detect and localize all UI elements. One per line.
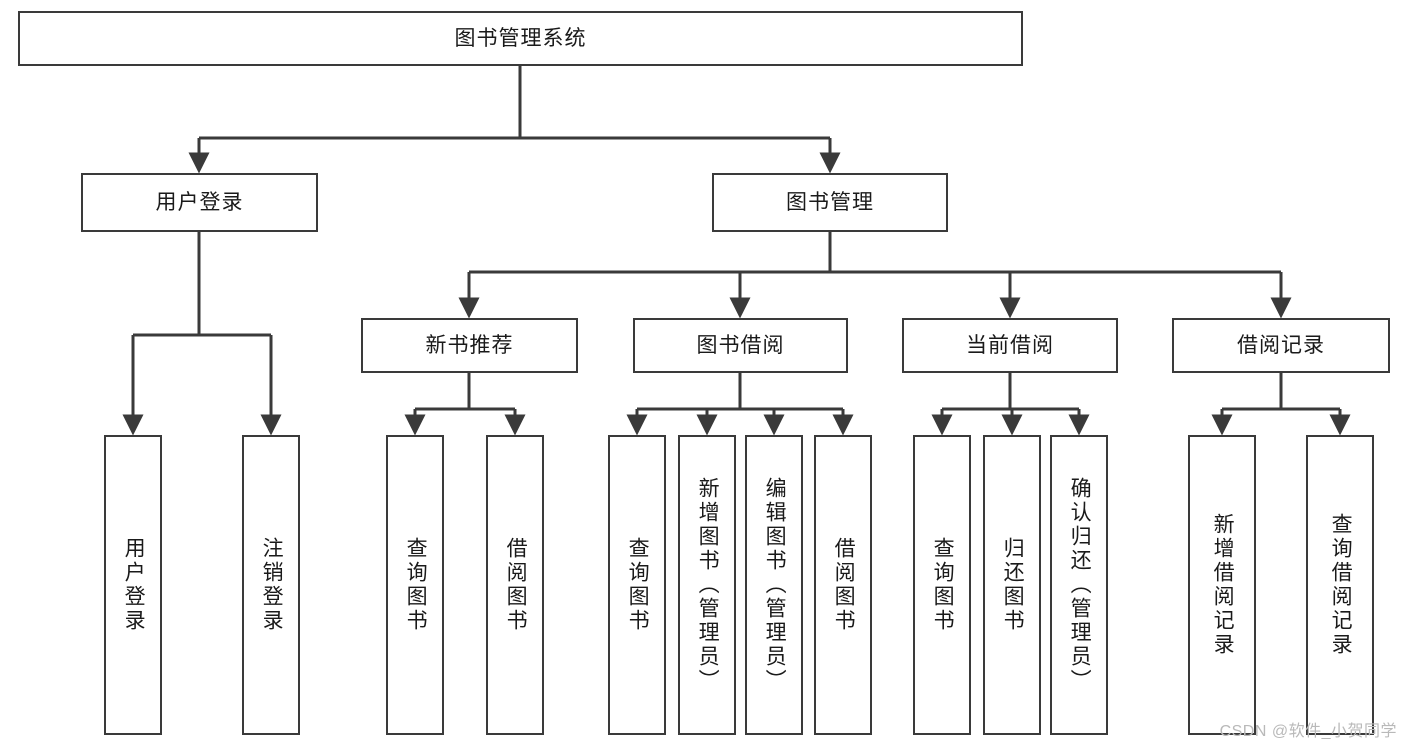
leaf-query-book-borrow[interactable]: 查询图书 — [608, 435, 666, 735]
leaf-borrow-book[interactable]: 借阅图书 — [814, 435, 872, 735]
leaf-user-login-label: 用户登录 — [122, 537, 146, 633]
leaf-borrow-book-recommend-label: 借阅图书 — [504, 537, 528, 633]
node-book-management[interactable]: 图书管理 — [712, 173, 948, 232]
leaf-add-borrow-record[interactable]: 新增借阅记录 — [1188, 435, 1256, 735]
leaf-add-book[interactable]: 新增图书（管理员） — [678, 435, 736, 735]
leaf-query-book-current[interactable]: 查询图书 — [913, 435, 971, 735]
leaf-add-book-label: 新增图书（管理员） — [696, 477, 720, 693]
leaf-add-borrow-record-label: 新增借阅记录 — [1211, 513, 1235, 657]
node-current-borrow-label: 当前借阅 — [966, 333, 1054, 357]
node-user-login-label: 用户登录 — [155, 190, 244, 214]
node-current-borrow[interactable]: 当前借阅 — [902, 318, 1118, 373]
leaf-query-book-borrow-label: 查询图书 — [626, 537, 650, 633]
leaf-confirm-return[interactable]: 确认归还（管理员） — [1050, 435, 1108, 735]
leaf-logout[interactable]: 注销登录 — [242, 435, 300, 735]
node-root[interactable]: 图书管理系统 — [18, 11, 1023, 66]
node-root-label: 图书管理系统 — [454, 26, 587, 50]
leaf-return-book-label: 归还图书 — [1001, 537, 1025, 633]
leaf-edit-book-label: 编辑图书（管理员） — [763, 477, 787, 693]
node-book-management-label: 图书管理 — [786, 190, 874, 214]
leaf-user-login[interactable]: 用户登录 — [104, 435, 162, 735]
leaf-query-book-recommend[interactable]: 查询图书 — [386, 435, 444, 735]
node-borrow-record[interactable]: 借阅记录 — [1172, 318, 1390, 373]
node-new-book-recommend[interactable]: 新书推荐 — [361, 318, 578, 373]
leaf-borrow-book-label: 借阅图书 — [832, 537, 856, 633]
node-borrow-record-label: 借阅记录 — [1237, 333, 1325, 357]
node-book-borrow-label: 图书借阅 — [696, 333, 785, 357]
leaf-query-borrow-record-label: 查询借阅记录 — [1329, 513, 1353, 657]
leaf-confirm-return-label: 确认归还（管理员） — [1068, 477, 1092, 693]
node-user-login[interactable]: 用户登录 — [81, 173, 318, 232]
leaf-borrow-book-recommend[interactable]: 借阅图书 — [486, 435, 544, 735]
leaf-edit-book[interactable]: 编辑图书（管理员） — [745, 435, 803, 735]
leaf-query-borrow-record[interactable]: 查询借阅记录 — [1306, 435, 1374, 735]
leaf-logout-label: 注销登录 — [260, 537, 284, 633]
leaf-query-book-current-label: 查询图书 — [931, 537, 955, 633]
leaf-return-book[interactable]: 归还图书 — [983, 435, 1041, 735]
leaf-query-book-recommend-label: 查询图书 — [404, 537, 428, 633]
node-book-borrow[interactable]: 图书借阅 — [633, 318, 848, 373]
node-new-book-recommend-label: 新书推荐 — [425, 333, 514, 357]
